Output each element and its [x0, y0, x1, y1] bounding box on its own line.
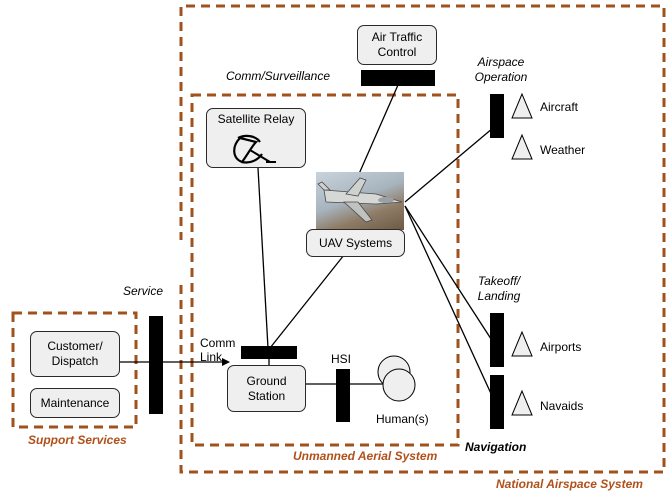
comm-surveillance-label: Comm/Surveillance [226, 69, 331, 83]
customer-dispatch-box: Customer/Dispatch [30, 331, 120, 377]
airports-triangle-icon [511, 330, 533, 357]
takeoff-landing-bar-airports [490, 313, 504, 367]
link-uav-to-navaids [404, 205, 494, 399]
navigation-bar-navaids [490, 375, 504, 429]
maintenance-label: Maintenance [40, 395, 110, 410]
airspace-operation-line-2: Operation [474, 70, 528, 84]
customer-dispatch-line-1: Customer/ [47, 339, 103, 353]
hsi-label: HSI [331, 352, 352, 366]
uav-systems-box: UAV Systems [306, 229, 405, 257]
navigation-label: Navigation [465, 440, 527, 454]
humans-label: Human(s) [376, 412, 429, 426]
comm-link-line-1: Comm [200, 336, 236, 350]
comm-surveillance-bar [361, 70, 435, 86]
support-services-title: Support Services [28, 433, 127, 447]
satellite-relay-label: Satellite Relay [217, 112, 295, 126]
weather-label: Weather [540, 143, 586, 157]
customer-dispatch-line-2: Dispatch [51, 354, 99, 368]
comm-link-bar [241, 346, 297, 359]
takeoff-landing-label: Takeoff/ Landing [466, 274, 532, 304]
airspace-operation-bar [490, 94, 504, 138]
navaids-label: Navaids [540, 399, 584, 413]
aircraft-triangle-icon [511, 92, 533, 119]
atc-line-1: Air Traffic [371, 30, 423, 44]
link-uav-to-airspace [404, 127, 494, 203]
link-uav-to-airports [404, 205, 494, 343]
unmanned-aerial-system-title: Unmanned Aerial System [293, 449, 438, 463]
unmanned-aerial-border [190, 93, 460, 447]
national-airspace-border [179, 4, 666, 474]
service-bar [149, 316, 163, 414]
hsi-bar [336, 369, 350, 422]
aircraft-label: Aircraft [540, 100, 579, 114]
human-circles-icon [377, 355, 416, 402]
link-atc-bar-to-uav [354, 84, 399, 184]
ground-station-line-1: Ground [246, 373, 287, 388]
takeoff-landing-line-1: Takeoff/ [477, 274, 521, 288]
navaids-triangle-icon [511, 389, 533, 416]
maintenance-box: Maintenance [30, 388, 120, 418]
satellite-relay-box: Satellite Relay [206, 108, 306, 168]
service-label: Service [123, 284, 164, 298]
airspace-operation-label: Airspace Operation [468, 55, 534, 85]
uav-aircraft-photo [316, 172, 404, 230]
airports-label: Airports [540, 340, 582, 354]
atc-line-2: Control [377, 45, 417, 59]
ground-station-line-2: Station [247, 388, 286, 403]
satellite-dish-icon [233, 134, 276, 164]
national-airspace-system-title: National Airspace System [496, 477, 643, 491]
takeoff-landing-line-2: Landing [477, 289, 521, 303]
link-uav-to-comm [269, 254, 345, 349]
link-satellite-to-comm [257, 167, 269, 349]
support-services-border [11, 311, 138, 429]
comm-link-label: Comm Link [200, 336, 235, 364]
weather-triangle-icon [511, 133, 533, 160]
arrow-head [222, 358, 230, 366]
uav-systems-label: UAV Systems [318, 235, 393, 250]
airspace-operation-line-1: Airspace [477, 55, 525, 69]
comm-link-line-2: Link [200, 350, 223, 364]
